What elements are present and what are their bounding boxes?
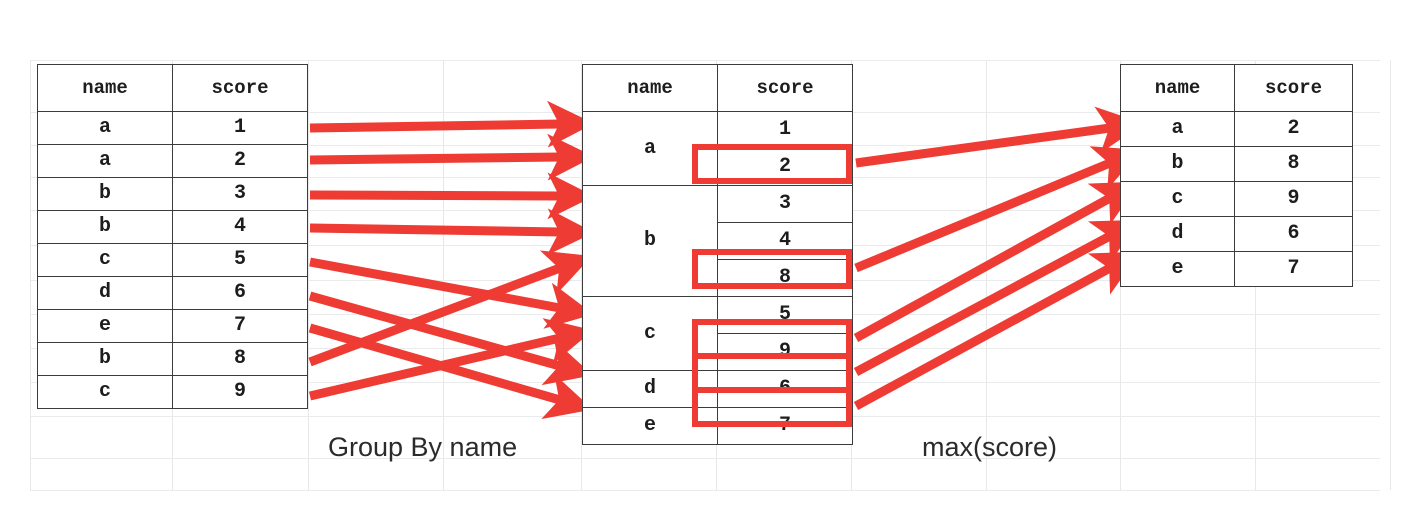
cell-name: a (37, 144, 173, 178)
group-row: e 7 (582, 407, 853, 445)
group-score: 3 (717, 185, 853, 223)
group-score: 1 (717, 111, 853, 149)
group-row: c 5 (582, 296, 853, 371)
group-score: 4 (717, 222, 853, 260)
cell-name: d (1120, 216, 1235, 252)
group-row: d 6 (582, 370, 853, 408)
arrow-d6 (308, 291, 593, 386)
caption-group-by: Group By name (328, 432, 518, 462)
arrow-max-c (853, 181, 1140, 342)
table-row: a 2 (1120, 111, 1353, 147)
cell-name: b (1120, 146, 1235, 182)
column-header-score: score (172, 64, 308, 112)
group-score: 5 (717, 296, 853, 334)
cell-name: c (1120, 181, 1235, 217)
cell-score: 8 (1234, 146, 1353, 182)
table-row: d 6 (1120, 216, 1353, 252)
cell-score: 1 (172, 111, 308, 145)
cell-name: c (37, 375, 173, 409)
cell-score: 8 (172, 342, 308, 376)
arrow-a1 (309, 100, 595, 148)
group-by-arrows (308, 100, 595, 419)
arrow-a2 (309, 133, 595, 181)
cell-score: 9 (172, 375, 308, 409)
cell-name: e (1120, 251, 1235, 287)
arrow-b3 (309, 172, 595, 220)
cell-name: a (1120, 111, 1235, 147)
table-row: b 4 (37, 210, 308, 244)
source-table: name score a 1 a 2 b 3 b 4 c 5 (37, 64, 308, 409)
cell-score: 2 (172, 144, 308, 178)
arrow-max-d (853, 219, 1141, 376)
group-name-b: b (582, 185, 718, 297)
table-row: a 1 (37, 111, 308, 145)
group-row: b 3 (582, 185, 853, 297)
group-name-a: a (582, 111, 718, 186)
arrow-c5 (309, 257, 594, 329)
arrow-c9 (308, 318, 594, 401)
cell-score: 3 (172, 177, 308, 211)
cell-score: 9 (1234, 181, 1353, 217)
arrow-max-a (855, 106, 1144, 168)
cell-score: 6 (172, 276, 308, 310)
cell-name: b (37, 210, 173, 244)
table-row: e 7 (37, 309, 308, 343)
cell-score: 7 (1234, 251, 1353, 287)
group-name-d: d (582, 370, 718, 408)
group-score-max: 9 (717, 333, 853, 371)
group-score-max: 6 (717, 370, 853, 408)
column-header-score: score (1234, 64, 1353, 112)
table-row: d 6 (37, 276, 308, 310)
cell-score: 5 (172, 243, 308, 277)
table-header-row: name score (1120, 64, 1353, 112)
cell-name: e (37, 309, 173, 343)
group-score-max: 8 (717, 259, 853, 297)
group-name-c: c (582, 296, 718, 371)
group-row: 9 (583, 333, 853, 371)
column-header-score: score (717, 64, 853, 112)
cell-name: c (37, 243, 173, 277)
table-row: c 9 (37, 375, 308, 409)
cell-name: b (37, 342, 173, 376)
arrow-max-e (853, 251, 1141, 410)
cell-score: 2 (1234, 111, 1353, 147)
grouped-table: name score a 1 2 b 3 4 8 (582, 64, 853, 445)
table-row: b 8 (37, 342, 308, 376)
caption-max-score: max(score) (922, 432, 1058, 462)
table-row: b 8 (1120, 146, 1353, 182)
cell-score: 4 (172, 210, 308, 244)
group-score-max: 2 (717, 148, 853, 186)
table-row: b 3 (37, 177, 308, 211)
group-row: 8 (583, 259, 853, 297)
arrow-max-b (854, 146, 1142, 273)
group-row: a 1 (582, 111, 853, 186)
table-header-row: name score (582, 64, 853, 112)
max-score-arrows (853, 106, 1144, 410)
arrow-e7 (308, 323, 593, 419)
result-table: name score a 2 b 8 c 9 d 6 e 7 (1120, 64, 1353, 287)
cell-name: d (37, 276, 173, 310)
cell-name: b (37, 177, 173, 211)
arrow-b4 (309, 208, 595, 256)
table-row: a 2 (37, 144, 308, 178)
table-row: c 9 (1120, 181, 1353, 217)
cell-score: 7 (172, 309, 308, 343)
cell-name: a (37, 111, 173, 145)
column-header-name: name (1120, 64, 1235, 112)
cell-score: 6 (1234, 216, 1353, 252)
group-name-e: e (582, 407, 718, 445)
column-header-name: name (37, 64, 173, 112)
table-header-row: name score (37, 64, 308, 112)
column-header-name: name (582, 64, 718, 112)
arrow-b8 (308, 250, 593, 367)
table-row: c 5 (37, 243, 308, 277)
table-row: e 7 (1120, 251, 1353, 287)
group-score-max: 7 (717, 407, 853, 445)
